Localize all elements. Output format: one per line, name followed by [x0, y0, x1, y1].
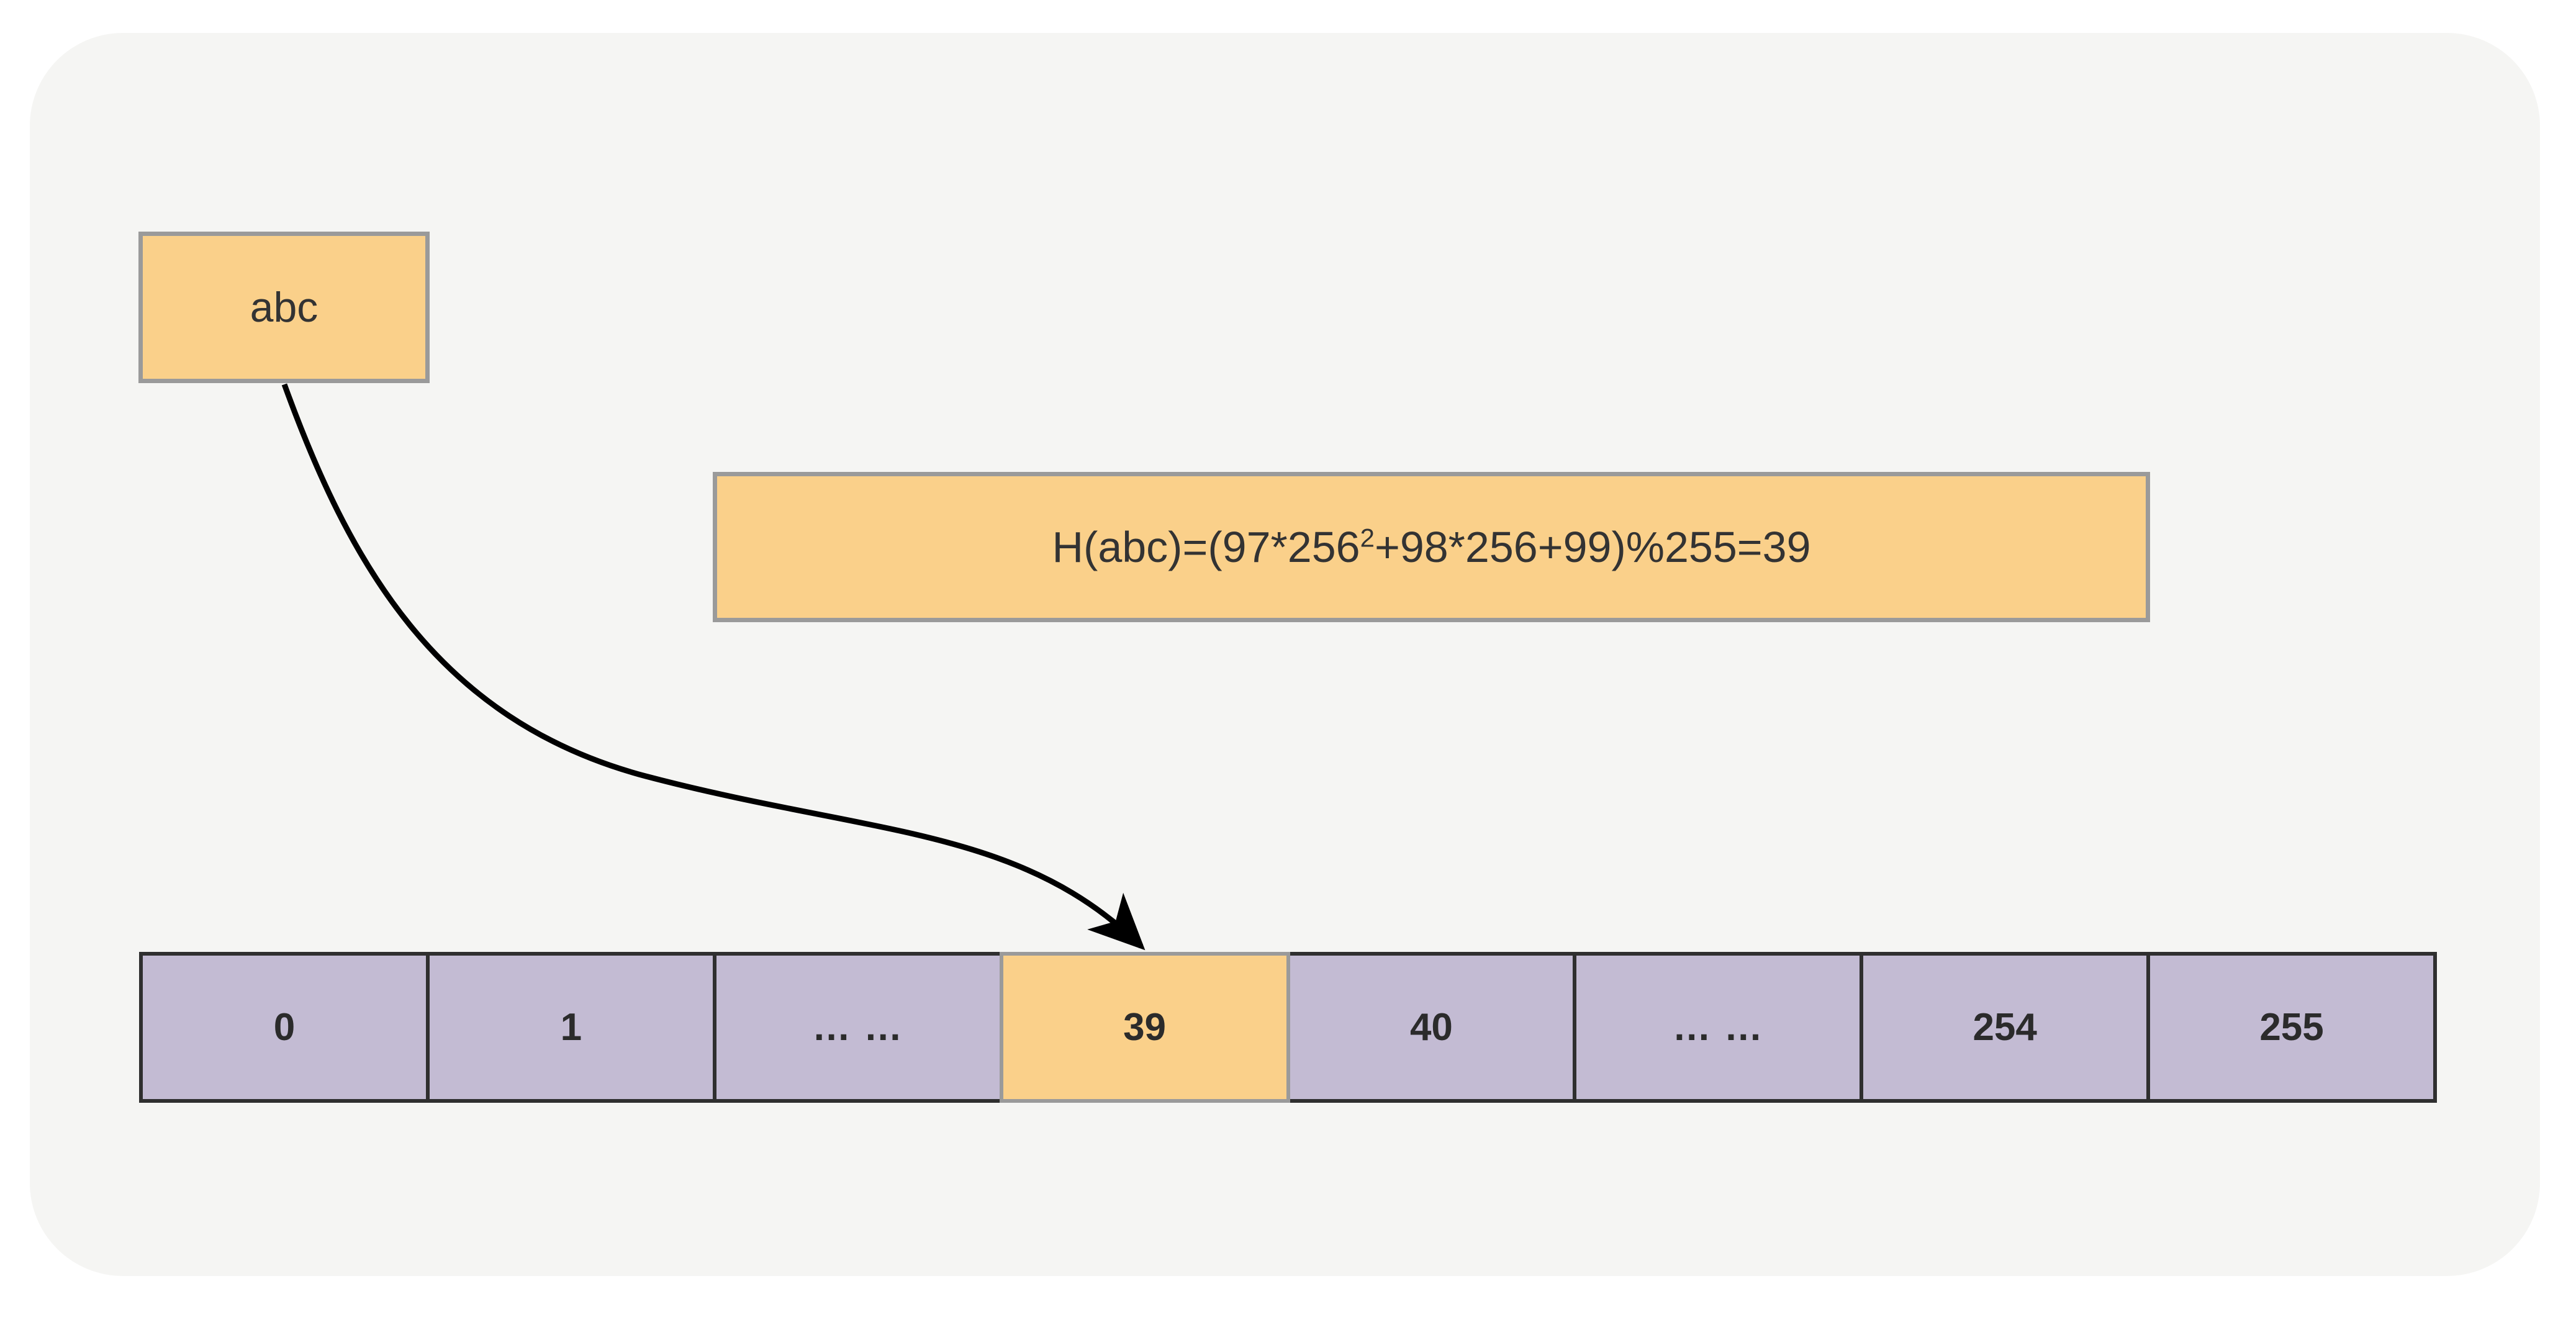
formula-suffix: +98*256+99)%255=39 — [1374, 523, 1811, 571]
formula-exponent: 2 — [1360, 523, 1375, 553]
bucket-label: 254 — [1973, 1006, 2037, 1049]
bucket-label: … … — [1672, 1006, 1764, 1049]
bucket-label: 0 — [273, 1006, 296, 1049]
hash-formula-box: H(abc)=(97*2562+98*256+99)%255=39 — [713, 472, 2150, 622]
bucket-label: 1 — [560, 1006, 582, 1049]
bucket-cell-ellipsis: … … — [1573, 952, 1864, 1103]
bucket-cell-highlighted[interactable]: 39 — [999, 952, 1290, 1103]
bucket-cell[interactable]: 255 — [2146, 952, 2437, 1103]
bucket-cell[interactable]: 0 — [139, 952, 430, 1103]
formula-prefix: H(abc)=(97*256 — [1052, 523, 1360, 571]
bucket-label: 255 — [2259, 1006, 2324, 1049]
bucket-cell[interactable]: 40 — [1286, 952, 1577, 1103]
hash-table: 0 1 … … 39 40 … … 254 255 — [139, 952, 2437, 1103]
key-box[interactable]: abc — [138, 232, 430, 383]
bucket-cell[interactable]: 254 — [1860, 952, 2151, 1103]
bucket-label: 40 — [1409, 1006, 1453, 1049]
key-box-label: abc — [250, 284, 319, 331]
bucket-cell-ellipsis: … … — [712, 952, 1003, 1103]
bucket-label: 39 — [1123, 1006, 1167, 1049]
bucket-cell[interactable]: 1 — [425, 952, 716, 1103]
bucket-label: … … — [812, 1006, 904, 1049]
hash-formula-text: H(abc)=(97*2562+98*256+99)%255=39 — [1052, 522, 1810, 572]
